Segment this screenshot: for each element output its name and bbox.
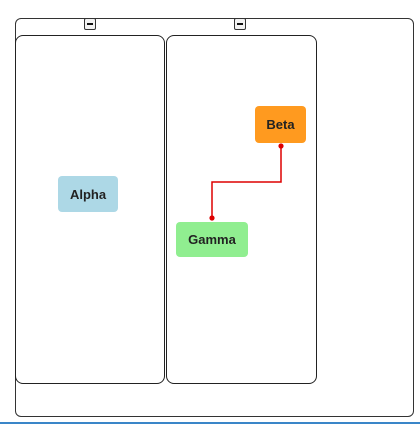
- swimlane-right[interactable]: [166, 35, 317, 384]
- node-alpha[interactable]: Alpha: [58, 176, 118, 212]
- node-beta-label: Beta: [266, 117, 295, 132]
- swimlane-left[interactable]: [15, 35, 165, 384]
- minus-icon: [237, 23, 243, 25]
- collapse-right-lane-button[interactable]: [234, 18, 246, 30]
- bottom-accent-bar: [0, 422, 420, 424]
- node-gamma-label: Gamma: [188, 232, 236, 247]
- node-alpha-label: Alpha: [69, 186, 107, 202]
- collapse-left-lane-button[interactable]: [84, 18, 96, 30]
- minus-icon: [87, 23, 93, 25]
- node-beta[interactable]: Beta: [255, 106, 306, 143]
- node-gamma[interactable]: Gamma: [176, 222, 248, 257]
